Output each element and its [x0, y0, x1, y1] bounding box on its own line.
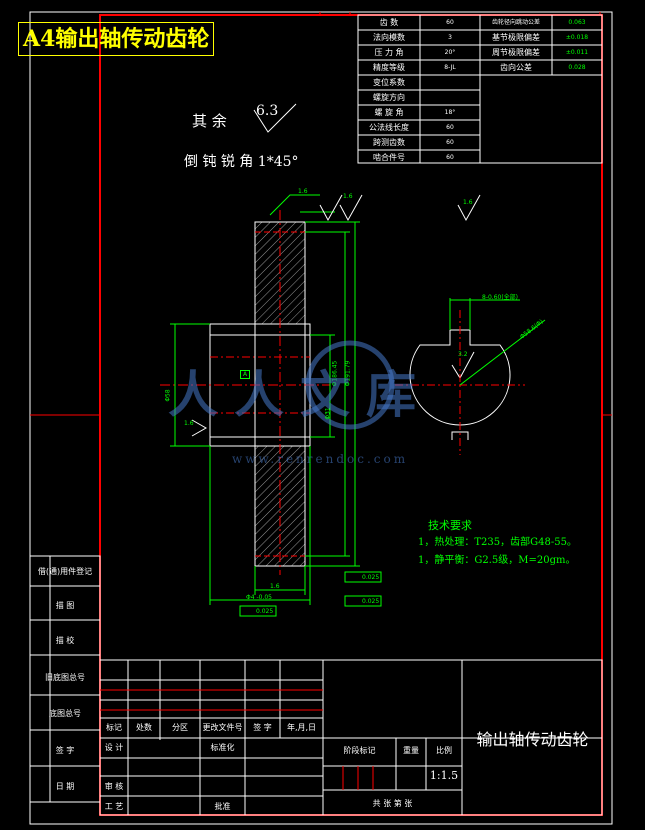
outer-frame: [29, 11, 613, 825]
role-label: 审 核: [104, 782, 124, 791]
width-dimension: Φ4 -0.05: [246, 594, 272, 601]
spec-value: 60: [446, 154, 454, 161]
rev-header: 签 字: [253, 723, 272, 732]
surface-note-value: 6.3: [256, 103, 279, 119]
role-label: 标准化: [210, 743, 235, 752]
ra-top-right: 1.6: [463, 199, 473, 206]
rev-header: 更改文件号: [202, 723, 243, 732]
width-top-dimension: 1.6: [270, 583, 280, 590]
rev-header: 分区: [172, 723, 188, 732]
watermark-url: www.renrendoc.com: [232, 452, 409, 466]
left-col-label: 签 字: [55, 746, 75, 755]
rev-header: 标记: [106, 723, 122, 732]
sheet-count: 共 张 第 张: [372, 799, 413, 808]
spec-value: 18°: [444, 109, 456, 116]
title-block-red: [100, 689, 374, 790]
left-col-label: 底图总号: [49, 709, 81, 718]
left-column-grid: [29, 555, 101, 803]
scale-label: 比例: [436, 746, 452, 755]
left-col-label: 描 校: [55, 636, 75, 645]
spec-label: 公法线长度: [369, 123, 409, 132]
spec-value: 8-JL: [444, 64, 456, 71]
spec-value: 20°: [444, 49, 456, 56]
spec-value: 60: [446, 139, 454, 146]
ra-top-left: 1.6: [298, 188, 308, 195]
weight-label: 重量: [403, 746, 419, 755]
spec-value: 60: [446, 124, 454, 131]
spec-value: 3: [448, 34, 452, 41]
spec-label: 法向模数: [373, 33, 405, 42]
ra-left: 1.6: [184, 420, 194, 427]
rev-header: 年,月,日: [286, 723, 317, 732]
rev-header: 处数: [136, 723, 152, 732]
spec-label: 齿轮径向跳动公差: [491, 19, 540, 26]
keyway-view: [395, 298, 546, 455]
keyway-width-label: 8-0.60(全部): [482, 294, 519, 301]
spec-label: 压 力 角: [374, 48, 404, 57]
tech-req-line-2: 1，静平衡：G2.5级，M=20gm。: [418, 555, 576, 566]
spec-label: 螺旋方向: [373, 93, 405, 102]
dimension-lines: [170, 194, 382, 617]
spec-label: 齿向公差: [500, 63, 532, 72]
spec-value: [420, 90, 480, 105]
left-col-label: 借(通)用件登记: [37, 567, 93, 576]
left-col-label: 描 图: [55, 601, 75, 610]
spec-label: 基节极限偏差: [492, 33, 540, 42]
watermark-emblem: [305, 340, 395, 430]
role-label: 设 计: [104, 743, 124, 752]
spec-value: ±0.018: [565, 34, 589, 41]
left-col-label: 日 期: [55, 782, 75, 791]
left-col-label: 旧底图总号: [45, 673, 85, 682]
roughness-symbols: [191, 103, 481, 437]
tech-req-line-1: 1，热处理：T235，齿部G48-55。: [418, 537, 577, 548]
role-label: 批准: [214, 802, 231, 811]
spec-label: 齿 数: [379, 18, 399, 27]
zone-ticks: [30, 12, 612, 416]
page-title: A4输出轴传动齿轮: [18, 22, 215, 56]
surface-note-prefix: 其 余: [192, 112, 227, 130]
ra-keyway: 3.2: [458, 351, 468, 358]
spec-table-grid: [357, 14, 603, 164]
gear-section: [160, 210, 330, 575]
spec-value: 60: [446, 19, 454, 26]
tolerance-frame-2: 0.025: [362, 598, 380, 605]
spec-label: 啮合件号: [373, 153, 405, 162]
spec-label: 精度等级: [373, 63, 405, 72]
spec-value: ±0.011: [565, 49, 589, 56]
stage-label: 阶段标记: [343, 746, 376, 755]
ra-top-mid: 1.6: [343, 193, 353, 200]
watermark-text: 人人文库: [168, 365, 432, 424]
spec-value: [420, 75, 480, 90]
spec-value: 0.063: [568, 19, 586, 26]
scale-value: 1:1.5: [429, 769, 459, 782]
spec-value: 0.028: [568, 64, 586, 71]
title-block-grid: [99, 659, 603, 816]
tech-req-heading: 技术要求: [428, 519, 472, 532]
tolerance-frame-3: 0.025: [256, 608, 274, 615]
tolerance-frame-1: 0.025: [362, 574, 380, 581]
role-label: 工 艺: [104, 802, 124, 811]
datum-a: A: [240, 370, 251, 379]
spec-label: 螺 旋 角: [374, 108, 404, 117]
spec-label: 变位系数: [373, 78, 405, 87]
spec-label: 跨测齿数: [373, 138, 405, 147]
drawing-name: 输出轴传动齿轮: [476, 730, 589, 749]
chamfer-note: 倒 钝 锐 角 1*45°: [184, 154, 299, 170]
spec-label: 周节极限偏差: [492, 48, 540, 57]
